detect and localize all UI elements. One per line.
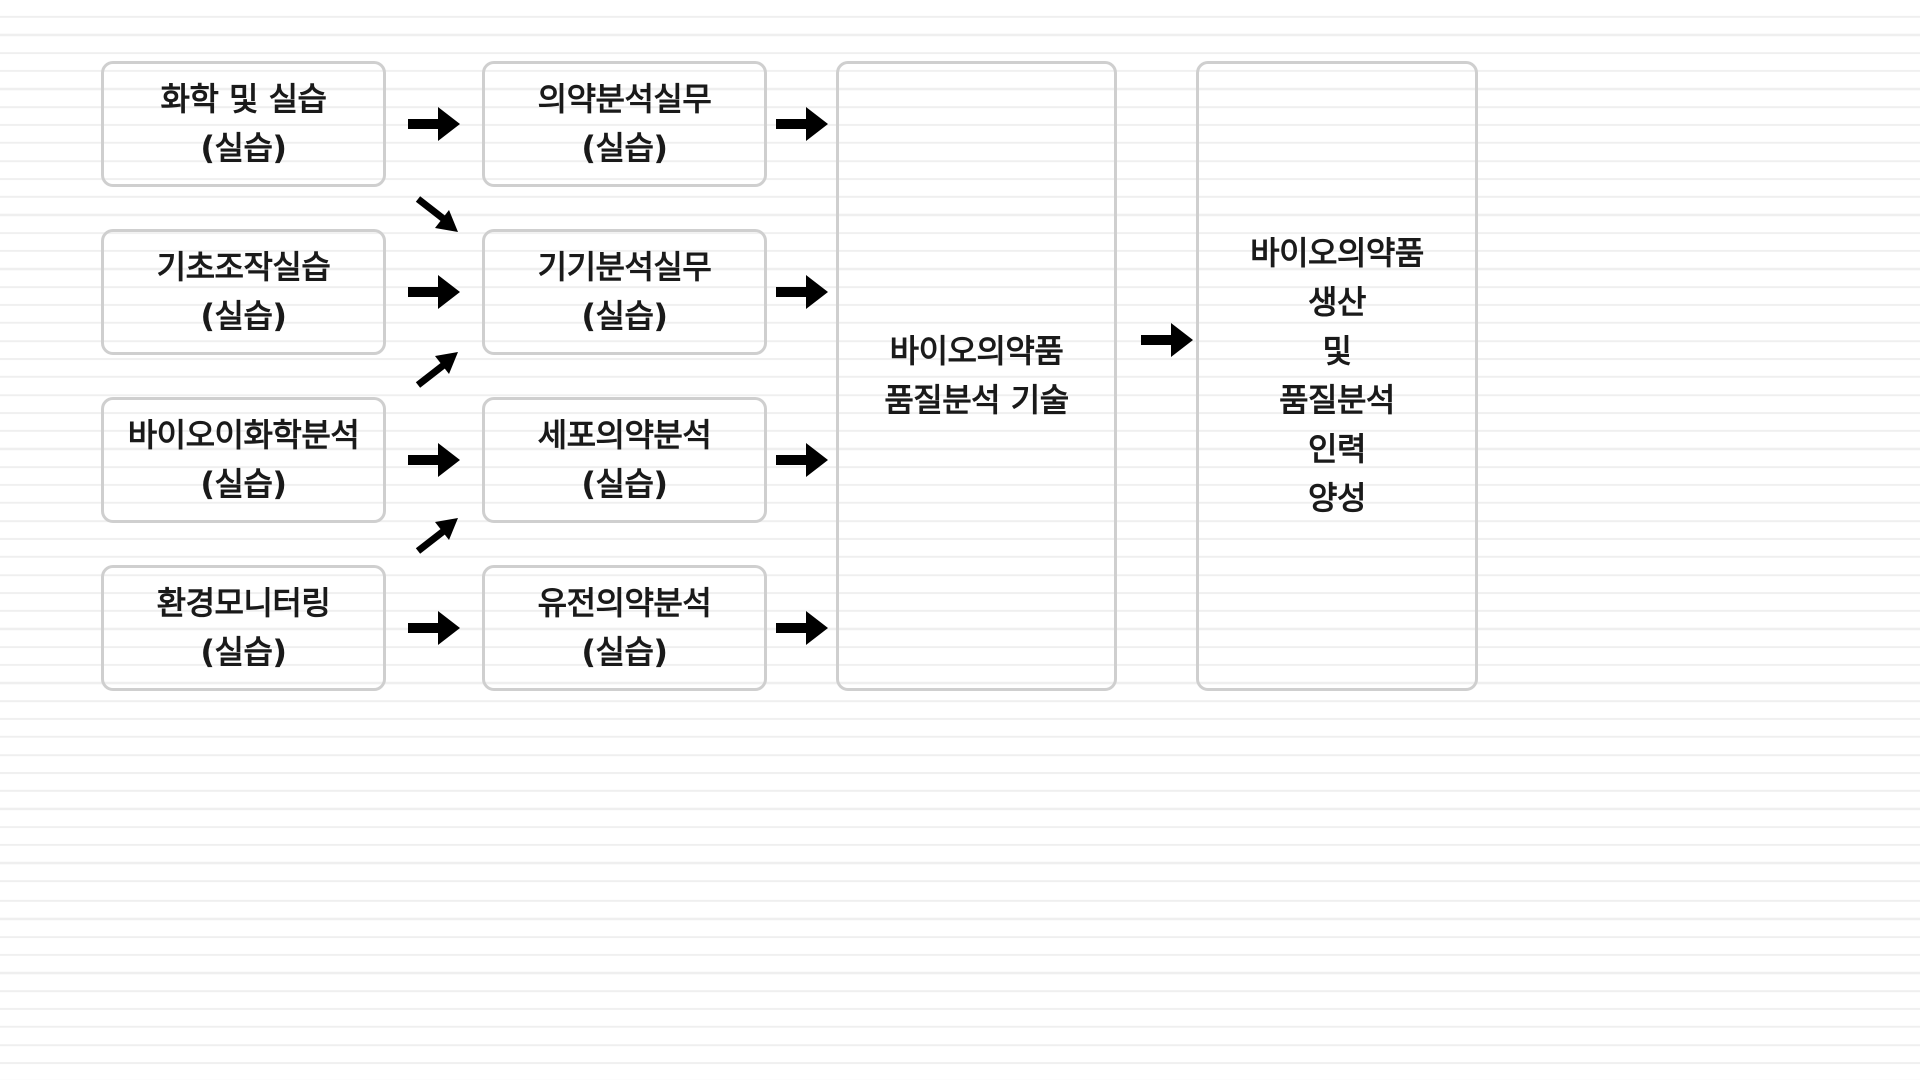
goal-line: 및 — [1322, 332, 1352, 370]
outcome-line: 바이오의약품 — [889, 332, 1064, 370]
course-type: (실습) — [581, 129, 668, 167]
course-type: (실습) — [200, 297, 287, 335]
goal-line: 생산 — [1308, 283, 1366, 321]
arrow-right-icon — [776, 106, 828, 142]
course-title: 기기분석실무 — [537, 248, 712, 286]
course-box-chemistry: 화학 및 실습 (실습) — [101, 61, 386, 187]
course-type: (실습) — [200, 633, 287, 671]
goal-line: 인력 — [1308, 430, 1366, 468]
arrow-right-icon — [408, 610, 460, 646]
goal-line: 품질분석 — [1279, 381, 1395, 419]
arrow-right-icon — [408, 274, 460, 310]
course-title: 유전의약분석 — [537, 584, 712, 622]
course-type: (실습) — [200, 129, 287, 167]
arrow-right-icon — [776, 274, 828, 310]
outcome-line: 품질분석 기술 — [884, 381, 1069, 419]
goal-line: 바이오의약품 — [1250, 234, 1424, 272]
course-type: (실습) — [581, 633, 668, 671]
course-title: 화학 및 실습 — [160, 80, 327, 118]
course-type: (실습) — [581, 465, 668, 503]
course-box-basic-operation: 기초조작실습 (실습) — [101, 229, 386, 355]
course-type: (실습) — [200, 465, 287, 503]
course-title: 바이오이화학분석 — [127, 416, 360, 454]
arrow-up-right-icon — [415, 350, 461, 388]
course-box-pharma-analysis: 의약분석실무 (실습) — [482, 61, 767, 187]
goal-box-workforce: 바이오의약품 생산 및 품질분석 인력 양성 — [1196, 61, 1478, 691]
outcome-box-quality-analysis: 바이오의약품 품질분석 기술 — [836, 61, 1117, 691]
course-title: 환경모니터링 — [156, 584, 331, 622]
arrow-right-icon — [776, 442, 828, 478]
course-box-bio-physchem: 바이오이화학분석 (실습) — [101, 397, 386, 523]
course-type: (실습) — [581, 297, 668, 335]
course-box-instrument-analysis: 기기분석실무 (실습) — [482, 229, 767, 355]
arrow-right-icon — [776, 610, 828, 646]
arrow-down-right-icon — [415, 196, 461, 234]
arrow-right-icon — [408, 106, 460, 142]
arrow-right-icon — [1141, 322, 1193, 358]
course-box-cell-pharma: 세포의약분석 (실습) — [482, 397, 767, 523]
arrow-up-right-icon — [415, 516, 461, 554]
goal-line: 양성 — [1308, 479, 1366, 517]
course-title: 기초조작실습 — [156, 248, 331, 286]
course-box-env-monitoring: 환경모니터링 (실습) — [101, 565, 386, 691]
course-title: 세포의약분석 — [537, 416, 712, 454]
arrow-right-icon — [408, 442, 460, 478]
course-box-gene-pharma: 유전의약분석 (실습) — [482, 565, 767, 691]
course-title: 의약분석실무 — [537, 80, 712, 118]
